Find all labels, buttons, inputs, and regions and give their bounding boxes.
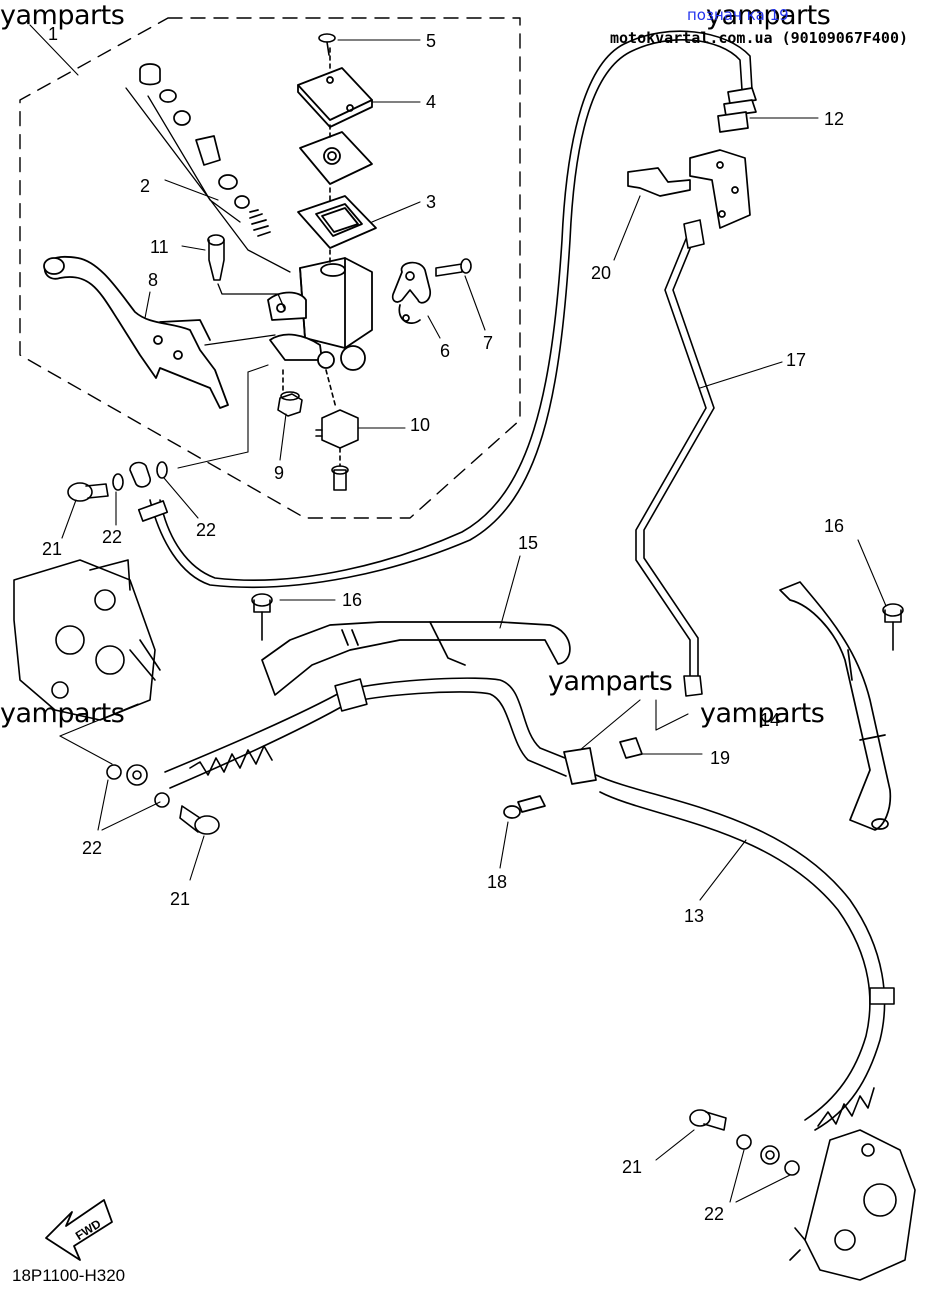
part-label-1: 1 <box>48 24 59 44</box>
part-label-8: 8 <box>148 270 159 290</box>
right-caliper <box>789 1129 916 1281</box>
left-caliper <box>13 559 161 721</box>
part-label-12: 12 <box>824 109 845 129</box>
diaphragm-plate <box>299 131 373 185</box>
watermark: yamparts <box>548 666 673 697</box>
part-label-9: 9 <box>274 463 285 483</box>
brake-hose-13 <box>595 774 895 1165</box>
part-label-7: 7 <box>483 333 494 353</box>
bolt-7 <box>435 258 472 277</box>
master-cylinder <box>267 257 373 371</box>
part-label-18: 18 <box>487 872 508 892</box>
diagram-code: 18P1100-H320 <box>12 1266 126 1285</box>
part-label-20: 20 <box>591 263 612 283</box>
bolt-16-right <box>882 603 904 651</box>
page-link[interactable]: познач ка 19 <box>687 6 789 24</box>
banjo-bolt-21-mid <box>179 805 220 835</box>
brake-switch <box>315 369 359 491</box>
part-label-21: 21 <box>42 539 63 559</box>
part-label-4: 4 <box>426 92 437 112</box>
bracket-20 <box>627 149 751 229</box>
banjo-bolt-21-top <box>67 482 109 502</box>
hose-guide-14 <box>779 581 892 831</box>
part-label-13: 13 <box>684 906 705 926</box>
part-label-2: 2 <box>140 176 151 196</box>
part-label-22: 22 <box>704 1204 725 1224</box>
part-label-17: 17 <box>786 350 807 370</box>
leader-lines <box>29 24 887 1203</box>
fwd-arrow-icon <box>45 1199 113 1261</box>
part-label-16: 16 <box>824 516 845 536</box>
watermark: yamparts <box>706 0 831 31</box>
banjo-bolt-21-bottom <box>689 1109 727 1131</box>
brake-pipe-17 <box>635 219 715 697</box>
diaphragm <box>297 195 377 249</box>
washers-22 <box>106 461 800 1176</box>
nut-9 <box>277 369 303 417</box>
watermark: yamparts <box>0 698 125 729</box>
part-label-22: 22 <box>196 520 217 540</box>
part-label-22: 22 <box>82 838 103 858</box>
reservoir-cap <box>297 67 373 128</box>
site-reference: motokvartal.com.ua (90109067F400) <box>610 29 909 47</box>
part-label-3: 3 <box>426 192 437 212</box>
bolt-16-left <box>251 593 273 641</box>
piston-kit <box>125 63 291 273</box>
hose-guide-15 <box>261 621 571 696</box>
screw-5 <box>318 33 336 56</box>
bolt-11 <box>207 234 286 311</box>
part-label-21: 21 <box>622 1157 643 1177</box>
part-label-14: 14 <box>760 710 781 730</box>
assembly-outline <box>19 17 521 519</box>
part-label-16: 16 <box>342 590 363 610</box>
part-label-11: 11 <box>150 237 169 257</box>
part-label-21: 21 <box>170 889 191 909</box>
part-label-15: 15 <box>518 533 539 553</box>
part-label-10: 10 <box>410 415 431 435</box>
brake-lever <box>43 255 276 409</box>
watermark: yamparts <box>700 698 825 729</box>
hose-joint <box>503 737 643 819</box>
upper-brake-hose <box>129 30 753 588</box>
part-label-22: 22 <box>102 527 123 547</box>
lower-brake-hose <box>126 677 571 789</box>
master-cylinder-holder <box>391 261 431 324</box>
part-label-5: 5 <box>426 31 437 51</box>
part-label-6: 6 <box>440 341 451 361</box>
hose-fitting-12 <box>717 87 757 133</box>
watermark: yamparts <box>0 0 125 31</box>
part-label-19: 19 <box>710 748 731 768</box>
